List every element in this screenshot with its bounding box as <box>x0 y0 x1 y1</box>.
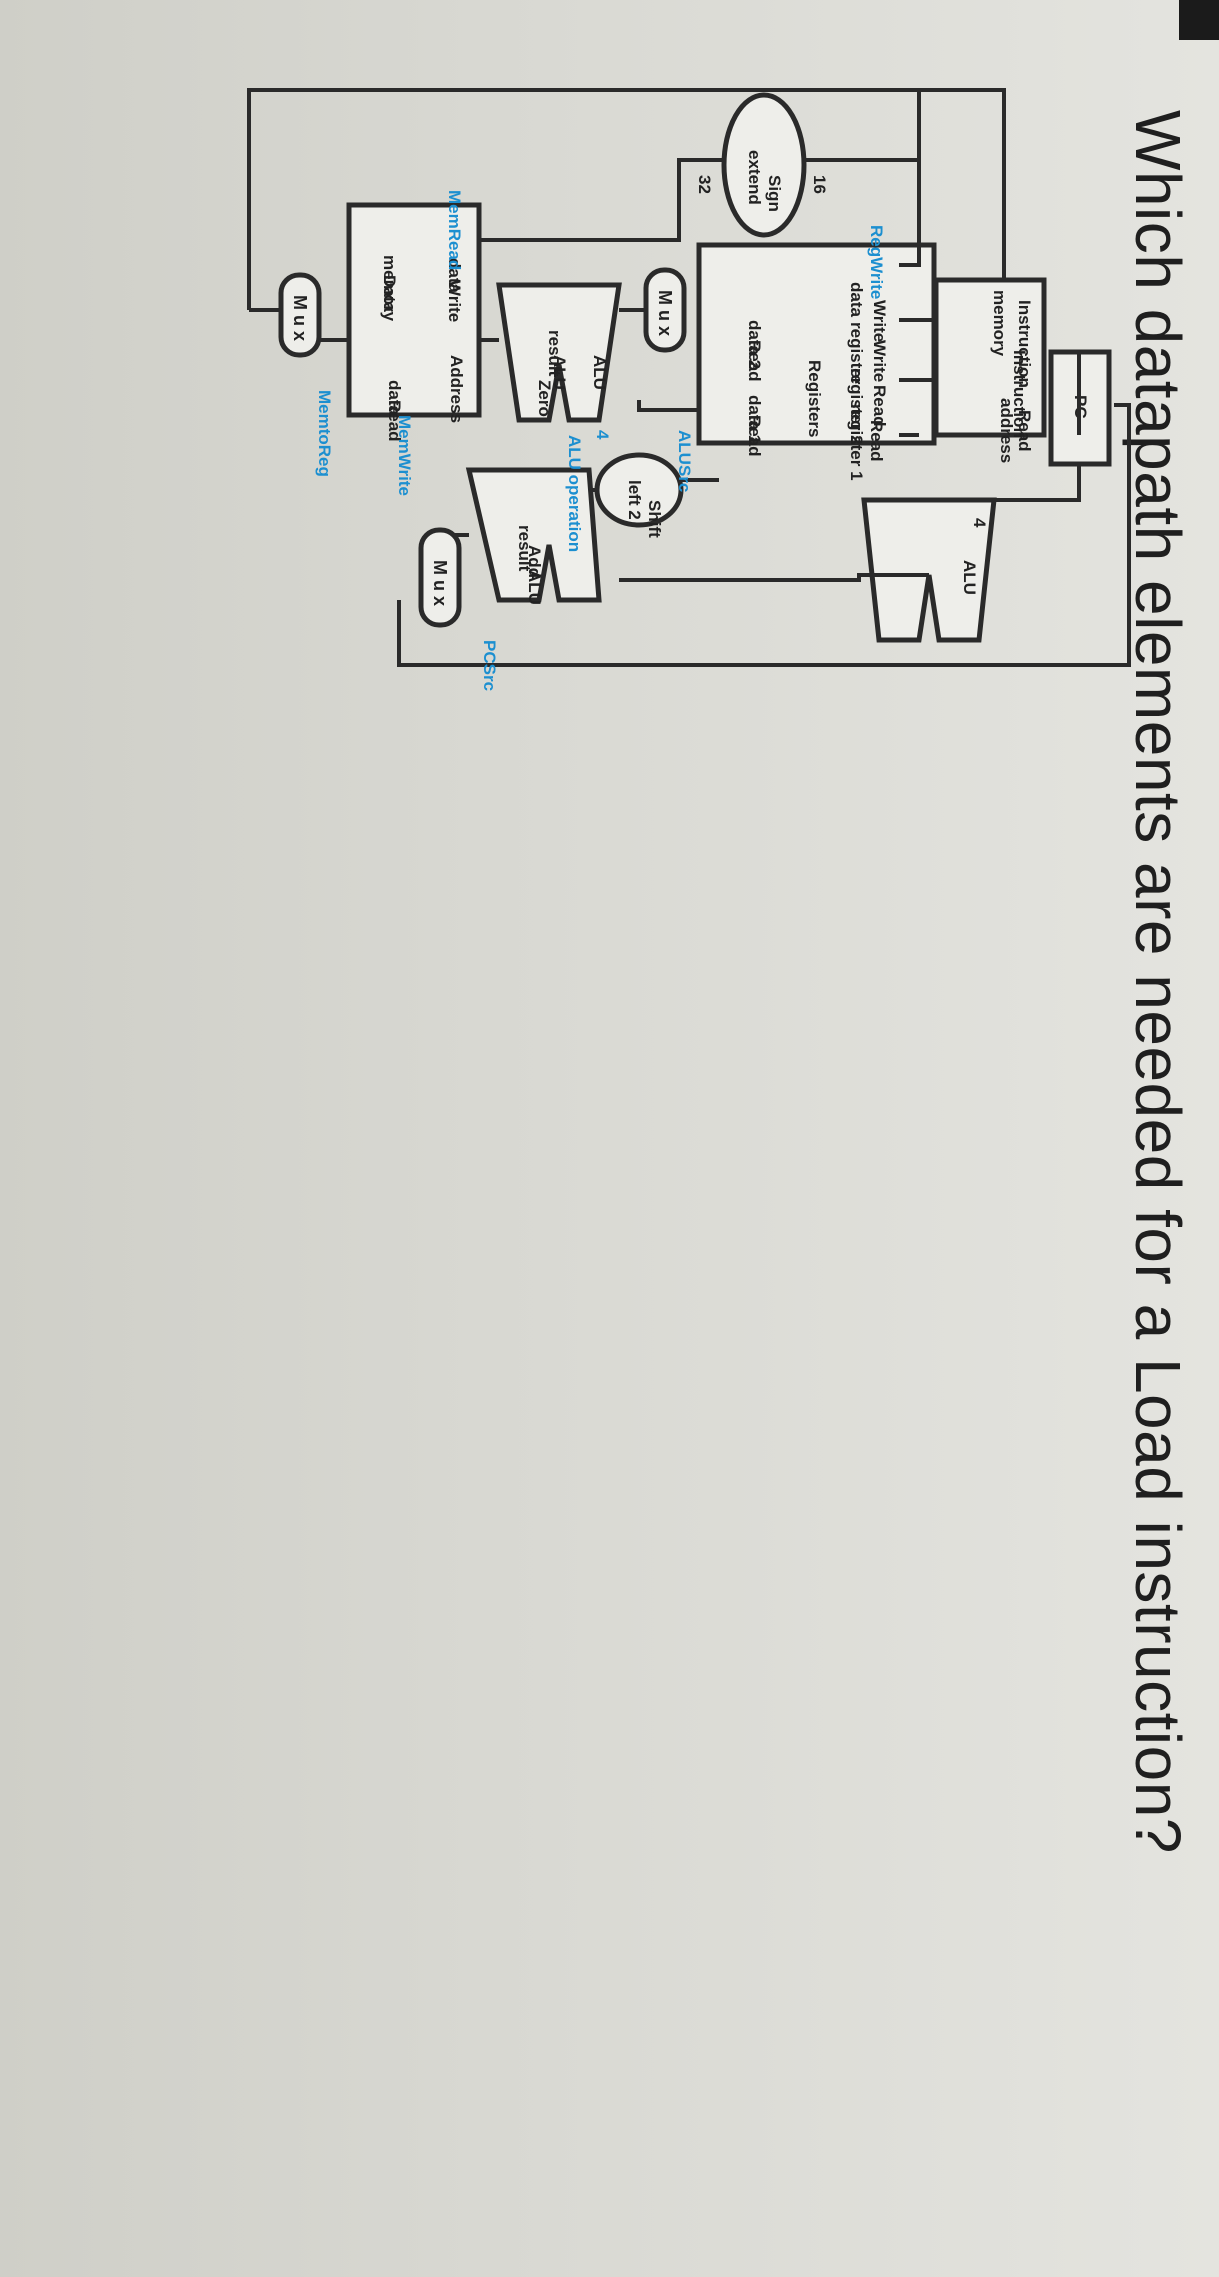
pcsrc-label: PCSrc <box>480 640 499 691</box>
im-instruction: Instruction <box>1010 350 1029 438</box>
wire-adder-out <box>619 573 929 582</box>
memtoreg-label: MemtoReg <box>315 390 334 477</box>
dm-writeb: data <box>445 258 464 294</box>
im-read: Read <box>1015 410 1034 452</box>
reg-read-data1a: Read <box>745 415 764 457</box>
dm-writea: Write <box>445 280 464 322</box>
alu-add-a: ALU <box>525 570 544 605</box>
memwrite-label: MemWrite <box>395 415 414 496</box>
sign-extend-a: Sign <box>765 175 784 212</box>
main-alu <box>496 282 622 423</box>
reg-write-dataa: Write <box>870 300 889 342</box>
regwrite-label: RegWrite <box>867 225 886 299</box>
pc-adder-label: ALU <box>960 560 979 595</box>
reg-read-reg1b: register 1 <box>847 404 866 481</box>
alusrc-mux-label: M u x <box>655 290 675 336</box>
shift-b: left 2 <box>625 480 644 520</box>
reg-write-regb: register <box>847 322 866 385</box>
wire-sign-to-mux <box>439 158 724 242</box>
reg-read-data1b: data 1 <box>745 395 764 444</box>
reg-write-datab: data <box>847 282 866 318</box>
reg-read-data2a: Read <box>745 340 764 382</box>
wire-writeback <box>247 88 1006 400</box>
alu-operation-label: ALU operation <box>565 435 584 552</box>
pc-adder <box>861 497 997 643</box>
reg-read-reg1a: Read <box>867 420 886 462</box>
alu-main-a: ALU <box>590 355 609 390</box>
reg-read-reg2b: register 2 <box>847 368 866 445</box>
wire-pc-feedback <box>397 403 1131 667</box>
branch-adder <box>465 467 602 603</box>
pcsrc-mux <box>418 527 462 628</box>
sign-extend-in: 16 <box>810 175 829 194</box>
pc-adder-four: 4 <box>970 518 989 528</box>
memread-label: MemRead <box>445 190 464 270</box>
im-address: address <box>997 398 1016 463</box>
alu-op-bits: 4 <box>593 430 612 440</box>
memtoreg-mux <box>278 272 322 358</box>
pcsrc-mux-label: M u x <box>430 560 450 606</box>
alu-main-b: ALU <box>550 355 569 390</box>
reg-read-reg2a: Read <box>870 385 889 427</box>
wire-rd1-to-alu <box>637 400 699 412</box>
dm-name2: memory <box>380 255 399 322</box>
dm-reada: Read <box>385 400 404 442</box>
register-file <box>696 242 937 446</box>
sign-extend-b: extend <box>745 150 764 205</box>
alu-main-c: result <box>545 330 564 377</box>
memtoreg-mux-label: M u x <box>290 295 310 341</box>
data-memory <box>346 202 482 418</box>
reg-write-rega: Write <box>870 340 889 382</box>
alusrc-label: ALUSrc <box>675 430 694 492</box>
dark-corner <box>1179 0 1219 40</box>
im-name2: memory <box>990 290 1009 357</box>
wire-writedata <box>899 90 921 267</box>
alu-add-c: result <box>515 525 534 572</box>
shift-a: Shift <box>645 500 664 538</box>
sign-extend <box>721 92 807 238</box>
dm-readb: data <box>385 380 404 416</box>
alu-add-b: Add <box>525 545 544 578</box>
im-name1: Instruction <box>1015 300 1034 388</box>
wire-pc-to-adder <box>994 464 1081 502</box>
alu-zero: Zero <box>535 380 554 417</box>
dm-name1: Data <box>380 275 399 312</box>
reg-read-data2b: data 2 <box>745 320 764 369</box>
sign-extend-out: 32 <box>695 175 714 194</box>
reg-name: Registers <box>805 360 824 437</box>
dm-address: Address <box>447 355 466 423</box>
